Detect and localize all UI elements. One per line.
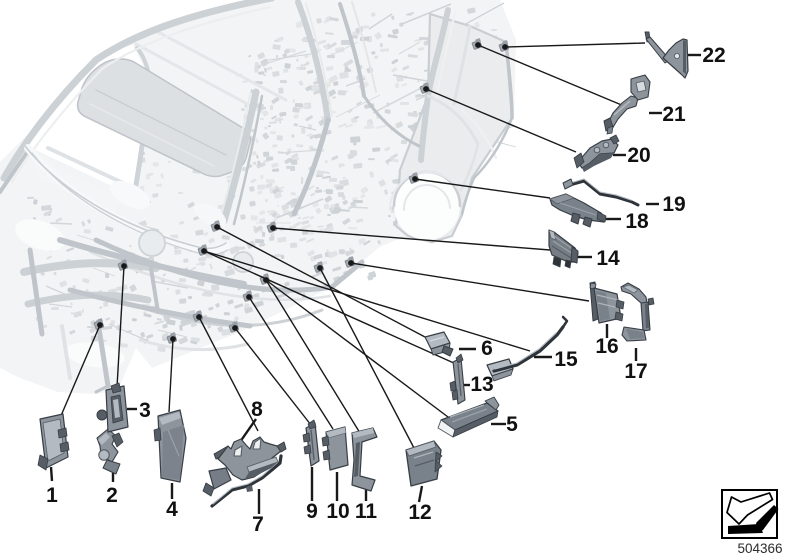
svg-text:8: 8	[251, 398, 263, 421]
svg-text:4: 4	[166, 498, 178, 521]
svg-text:7: 7	[252, 513, 264, 536]
svg-text:13: 13	[470, 373, 493, 396]
svg-text:19: 19	[662, 193, 685, 216]
svg-text:14: 14	[596, 247, 620, 270]
svg-text:16: 16	[595, 335, 618, 358]
svg-text:5: 5	[506, 413, 518, 436]
svg-text:504366: 504366	[737, 541, 782, 556]
svg-text:10: 10	[326, 500, 349, 523]
svg-text:2: 2	[106, 484, 118, 507]
svg-text:17: 17	[624, 360, 647, 383]
svg-text:6: 6	[481, 337, 493, 360]
svg-text:9: 9	[306, 500, 318, 523]
svg-text:1: 1	[46, 484, 58, 507]
svg-text:12: 12	[408, 501, 431, 524]
svg-text:3: 3	[139, 399, 151, 422]
svg-text:21: 21	[662, 103, 686, 126]
svg-text:15: 15	[554, 348, 578, 371]
svg-text:22: 22	[702, 44, 725, 67]
svg-text:20: 20	[627, 144, 650, 167]
svg-text:11: 11	[355, 500, 378, 523]
svg-text:18: 18	[625, 210, 649, 233]
